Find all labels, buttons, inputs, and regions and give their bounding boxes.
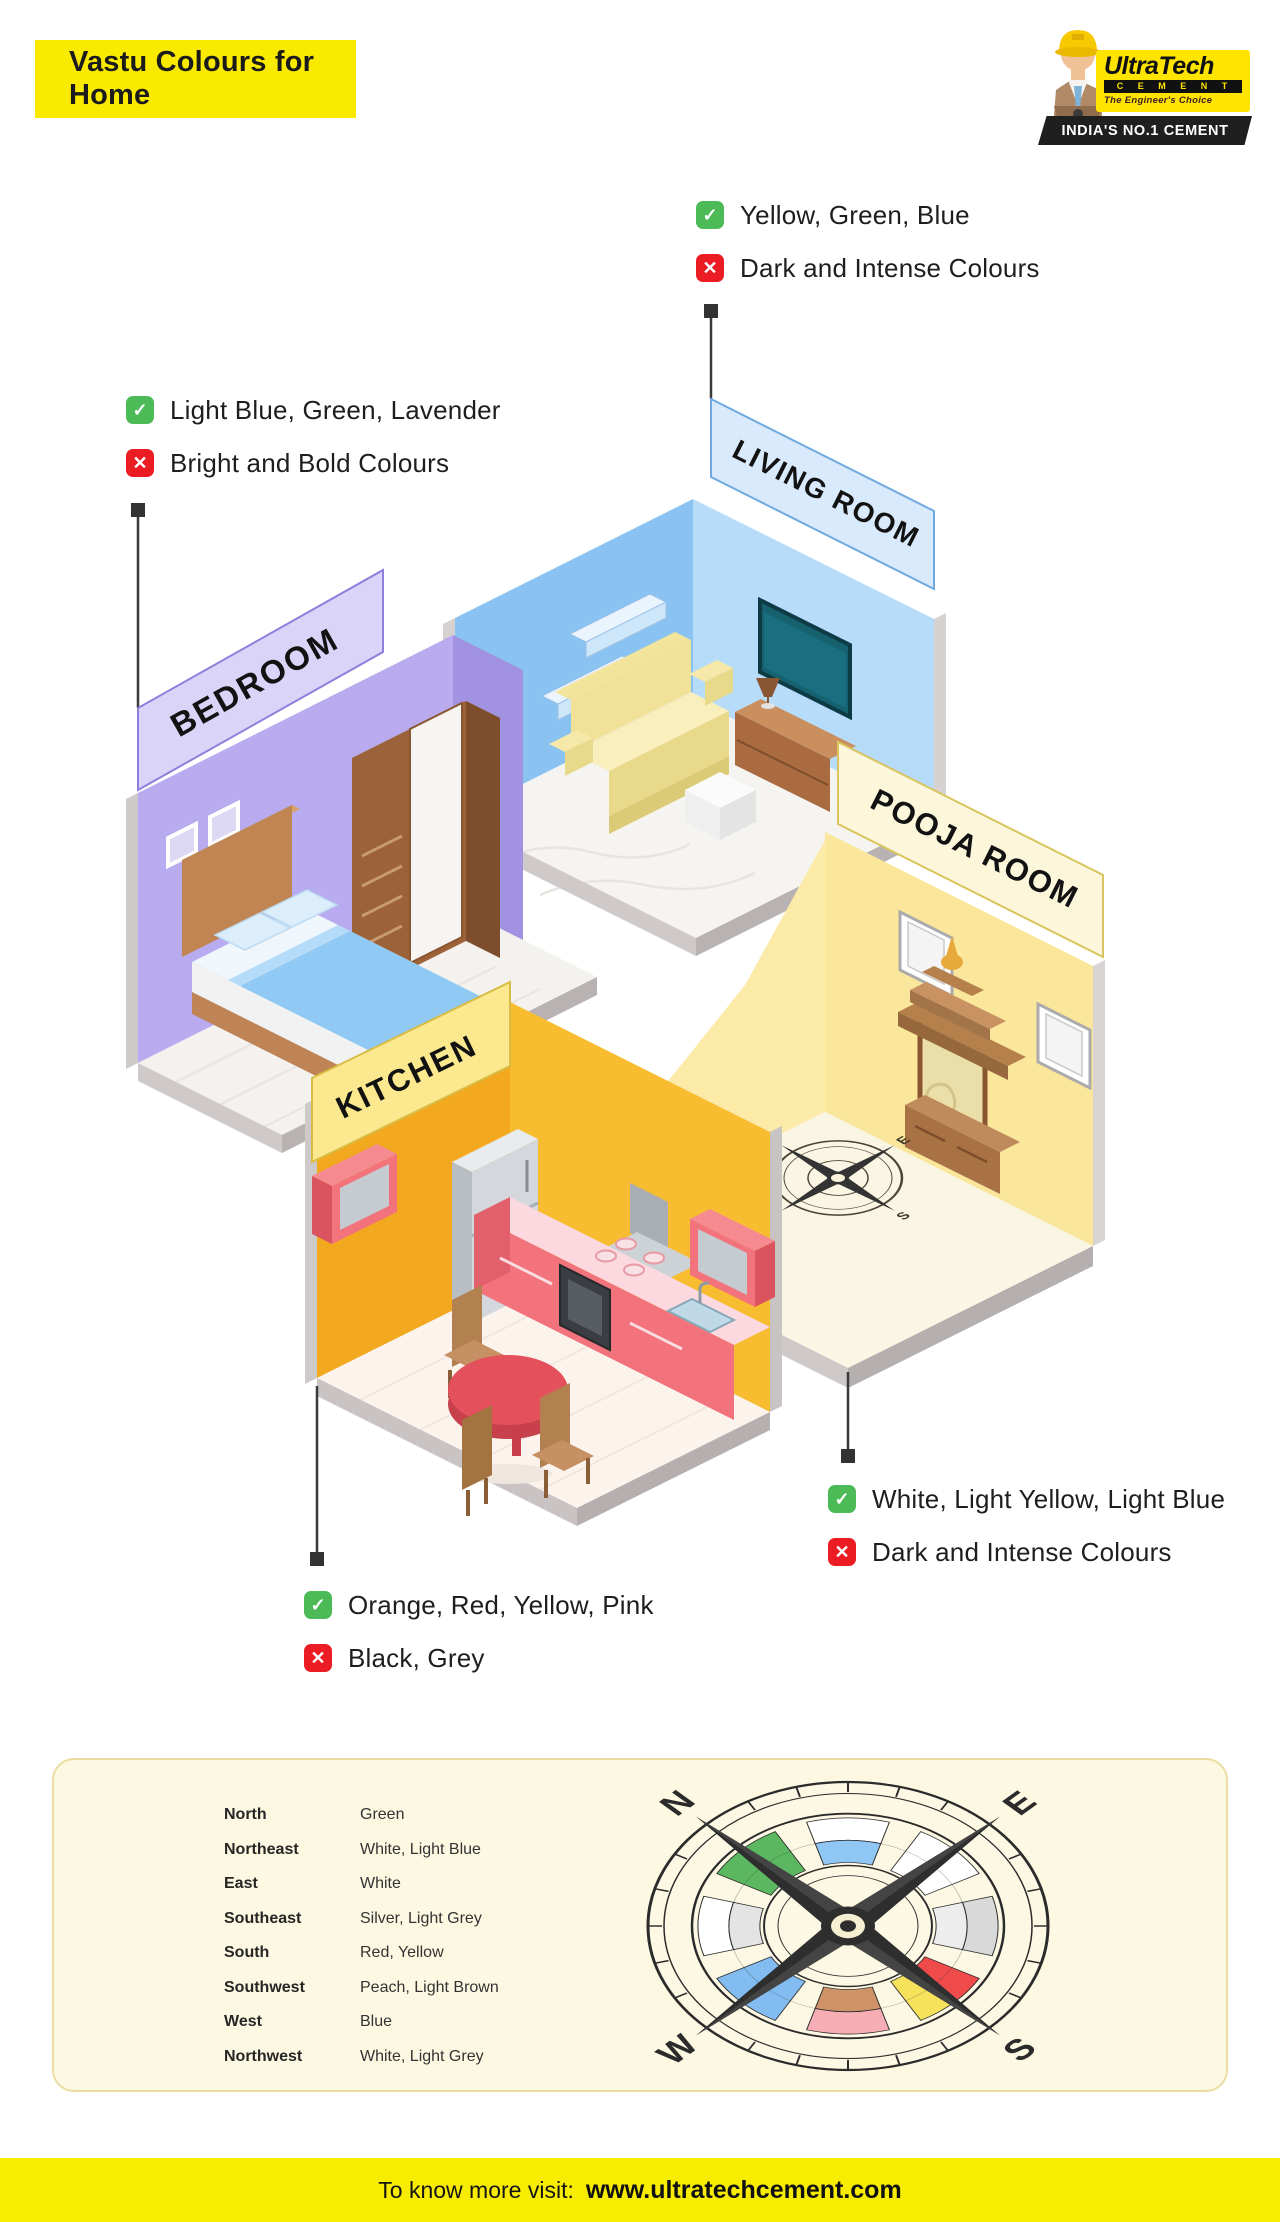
logo-banner: INDIA'S NO.1 CEMENT xyxy=(1038,116,1252,145)
brand-cement-bar: C E M E N T xyxy=(1104,80,1242,93)
wall-cabinet xyxy=(312,1144,397,1244)
avoid-colours: Dark and Intense Colours xyxy=(872,1536,1172,1567)
direction-label: East xyxy=(224,1875,258,1893)
brand-box: UltraTech C E M E N T The Engineer's Cho… xyxy=(1096,50,1250,112)
table-row: Southwest Peach, Light Brown xyxy=(224,1971,499,2006)
table-row: Northwest White, Light Grey xyxy=(224,2040,499,2075)
table-row: West Blue xyxy=(224,2005,499,2040)
allowed-colours-row: ✓ Orange, Red, Yellow, Pink xyxy=(304,1589,654,1620)
colours-value: Silver, Light Grey xyxy=(360,1909,482,1927)
table-row: East White xyxy=(224,1867,499,1902)
direction-label: Southwest xyxy=(224,1978,305,1996)
sink xyxy=(665,1297,737,1334)
colours-value: White xyxy=(360,1875,401,1893)
tv xyxy=(758,596,852,721)
footer-url[interactable]: www.ultratechcement.com xyxy=(585,2175,902,2204)
lamp-icon xyxy=(756,678,780,697)
direction-label: South xyxy=(224,1944,270,1962)
direction-label: North xyxy=(224,1806,267,1824)
page-title: Vastu Colours for Home xyxy=(69,46,315,111)
colours-value: White, Light Blue xyxy=(360,1840,481,1858)
living-room-connector-dot xyxy=(704,304,718,318)
check-icon: ✓ xyxy=(304,1591,332,1619)
title-banner: Vastu Colours for Home xyxy=(35,40,356,118)
avoid-colours-row: ✕ Dark and Intense Colours xyxy=(828,1536,1225,1567)
avoid-colours: Dark and Intense Colours xyxy=(740,252,1040,283)
callout-kitchen: ✓ Orange, Red, Yellow, Pink ✕ Black, Gre… xyxy=(304,1589,654,1697)
colours-value: Peach, Light Brown xyxy=(360,1978,499,1996)
compass-label-n: N xyxy=(651,1784,703,1821)
segment-northeast xyxy=(814,1840,882,1866)
colours-value: Red, Yellow xyxy=(360,1944,444,1962)
colours-value: Green xyxy=(360,1806,405,1824)
direction-colour-table: North Green Northeast White, Light Blue Ea… xyxy=(224,1798,499,2074)
cross-icon: ✕ xyxy=(304,1644,332,1672)
allowed-colours: Orange, Red, Yellow, Pink xyxy=(348,1589,654,1620)
wardrobe xyxy=(352,701,500,998)
check-icon: ✓ xyxy=(126,396,154,424)
brand-tagline: The Engineer's Choice xyxy=(1104,95,1213,106)
colours-value: Blue xyxy=(360,2013,393,2031)
cross-icon: ✕ xyxy=(126,449,154,477)
direction-label: Northwest xyxy=(224,2047,303,2065)
kitchen-counter xyxy=(474,1197,770,1420)
dining-chair xyxy=(532,1383,594,1498)
allowed-colours-row: ✓ White, Light Yellow, Light Blue xyxy=(828,1483,1226,1514)
picture-frame xyxy=(166,820,198,870)
pooja-room-connector-dot xyxy=(841,1449,855,1463)
avoid-colours-row: ✕ Bright and Bold Colours xyxy=(126,447,501,478)
colours-value: White, Light Grey xyxy=(360,2047,484,2065)
wall-cabinet xyxy=(690,1209,775,1307)
cross-icon: ✕ xyxy=(828,1538,856,1566)
segment-southwest xyxy=(814,1986,882,2012)
table-row: Southeast Silver, Light Grey xyxy=(224,1902,499,1937)
tv-cabinet xyxy=(735,678,856,812)
allowed-colours-row: ✓ Yellow, Green, Blue xyxy=(696,199,1040,230)
avoid-colours: Bright and Bold Colours xyxy=(170,447,450,478)
check-icon: ✓ xyxy=(696,201,724,229)
allowed-colours: White, Light Yellow, Light Blue xyxy=(872,1483,1226,1514)
check-icon: ✓ xyxy=(828,1485,856,1513)
direction-label: Northeast xyxy=(224,1840,299,1858)
compass-label-s: S xyxy=(994,2031,1045,2067)
avoid-colours-row: ✕ Black, Grey xyxy=(304,1642,654,1673)
segment-northwest xyxy=(728,1901,764,1951)
allowed-colours-row: ✓ Light Blue, Green, Lavender xyxy=(126,394,501,425)
table-row: North Green xyxy=(224,1798,499,1833)
direction-label: West xyxy=(224,2013,262,2031)
bedroom-connector-dot xyxy=(131,503,145,517)
callout-bedroom: ✓ Light Blue, Green, Lavender ✕ Bright a… xyxy=(126,394,501,502)
ultratech-logo: UltraTech C E M E N T The Engineer's Cho… xyxy=(1030,10,1252,145)
table-row: South Red, Yellow xyxy=(224,1936,499,1971)
sofa xyxy=(549,632,733,834)
coffee-table xyxy=(685,772,756,840)
footer-prefix: To know more visit: xyxy=(378,2176,574,2203)
compass-label-e: E xyxy=(994,1785,1045,1821)
allowed-colours: Yellow, Green, Blue xyxy=(740,199,970,230)
callout-living-room: ✓ Yellow, Green, Blue ✕ Dark and Intense… xyxy=(696,199,1040,307)
avoid-colours-row: ✕ Dark and Intense Colours xyxy=(696,252,1040,283)
compass-rose: N E S W xyxy=(646,1780,1050,2072)
mandir-shrine xyxy=(898,936,1026,1194)
segment-southeast xyxy=(932,1901,968,1951)
allowed-colours: Light Blue, Green, Lavender xyxy=(170,394,501,425)
table-row: Northeast White, Light Blue xyxy=(224,1833,499,1868)
kitchen: KITCHEN xyxy=(305,980,782,1566)
kitchen-connector-dot xyxy=(310,1552,324,1566)
brand-name: UltraTech xyxy=(1104,52,1214,80)
cross-icon: ✕ xyxy=(696,254,724,282)
compass-label-w: W xyxy=(648,2029,706,2071)
footer-bar: To know more visit: www.ultratechcement.… xyxy=(0,2158,1280,2222)
callout-pooja-room: ✓ White, Light Yellow, Light Blue ✕ Dark… xyxy=(828,1483,1226,1591)
vastu-direction-panel: North Green Northeast White, Light Blue Ea… xyxy=(52,1758,1228,2092)
window xyxy=(1036,1001,1092,1091)
direction-label: Southeast xyxy=(224,1909,302,1927)
dining-chair xyxy=(462,1405,492,1516)
picture-frame xyxy=(208,799,240,849)
avoid-colours: Black, Grey xyxy=(348,1642,485,1673)
